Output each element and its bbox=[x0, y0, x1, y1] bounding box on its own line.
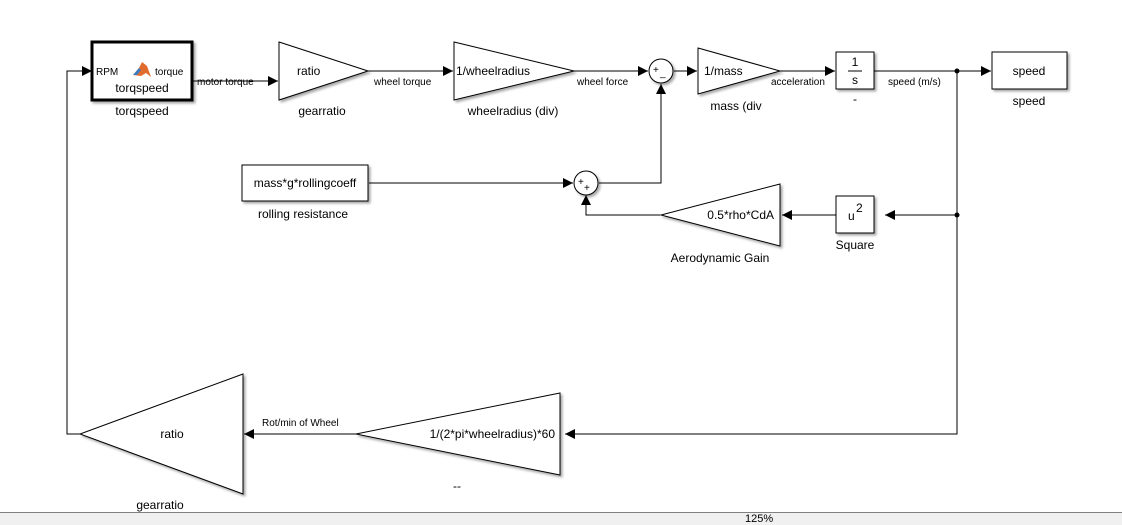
block-speed[interactable]: speed bbox=[991, 51, 1068, 90]
wires bbox=[66, 66, 991, 439]
integrator-denominator: s bbox=[852, 73, 858, 87]
block-gearratio-back[interactable]: ratio bbox=[78, 373, 244, 495]
signal-label-rot-min: Rot/min of Wheel bbox=[262, 418, 339, 429]
model-canvas[interactable]: motor torque wheel torque wheel force ac… bbox=[0, 0, 1122, 512]
block-integrator[interactable]: 1 s bbox=[835, 51, 875, 90]
gain-value: 1/(2*pi*wheelradius)*60 bbox=[430, 427, 556, 441]
block-square[interactable]: u 2 bbox=[835, 195, 875, 234]
block-rolling-resistance[interactable]: mass*g*rollingcoeff bbox=[241, 164, 369, 202]
block-sum-forces[interactable]: + _ bbox=[648, 58, 674, 84]
sum-sign-plus: + bbox=[584, 183, 590, 194]
block-name-speed: speed bbox=[1013, 94, 1046, 108]
block-inner-label: torqspeed bbox=[115, 81, 168, 95]
block-name-gearratio-back: gearratio bbox=[136, 498, 184, 512]
block-name-square: Square bbox=[836, 238, 875, 252]
wire-sum2-to-sum1[interactable] bbox=[599, 84, 666, 184]
block-name-aerodynamic-gain: Aerodynamic Gain bbox=[671, 251, 770, 265]
wire-aero-to-sum2[interactable] bbox=[581, 195, 660, 216]
block-name-integrator: - bbox=[853, 92, 857, 106]
gain-value: ratio bbox=[160, 427, 184, 441]
block-sum-resistance[interactable]: + + bbox=[573, 170, 599, 196]
block-name-torqspeed: torqspeed bbox=[115, 104, 168, 118]
block-aerodynamic-gain[interactable]: 0.5*rho*CdA bbox=[659, 183, 781, 247]
sum-sign-plus: + bbox=[578, 177, 584, 188]
block-mass-div[interactable]: 1/mass bbox=[697, 47, 782, 95]
square-exponent: 2 bbox=[856, 201, 863, 215]
sum-sign-minus: _ bbox=[659, 68, 666, 79]
port-label-rpm: RPM bbox=[96, 67, 118, 78]
status-bar: 125% bbox=[0, 512, 1122, 525]
signal-label-wheel-force: wheel force bbox=[576, 77, 629, 88]
block-rpm-gain[interactable]: 1/(2*pi*wheelradius)*60 bbox=[355, 392, 561, 476]
block-name-mass-div: mass (div bbox=[710, 99, 761, 113]
block-name-rolling-resistance: rolling resistance bbox=[258, 207, 348, 221]
block-torqspeed[interactable]: RPM torque torqspeed bbox=[90, 40, 194, 102]
branch-point bbox=[954, 68, 960, 74]
square-base: u bbox=[848, 209, 855, 223]
signal-label-wheel-torque: wheel torque bbox=[373, 77, 432, 88]
zoom-level: 125% bbox=[745, 513, 774, 525]
signal-label-acceleration: acceleration bbox=[771, 77, 825, 88]
block-name-wheelradius-div: wheelradius (div) bbox=[467, 104, 559, 118]
block-gearratio-forward[interactable]: ratio bbox=[278, 41, 370, 101]
sum-sign-plus: + bbox=[653, 65, 659, 76]
block-diagram: motor torque wheel torque wheel force ac… bbox=[66, 40, 1068, 512]
matlab-logo-icon bbox=[133, 62, 151, 77]
integrator-numerator: 1 bbox=[852, 55, 859, 69]
wire-speed-branch[interactable] bbox=[565, 71, 958, 439]
gain-value: 0.5*rho*CdA bbox=[707, 208, 774, 222]
port-label-torque: torque bbox=[155, 67, 184, 78]
gain-value: 1/mass bbox=[704, 64, 743, 78]
block-name-rpm-gain: -- bbox=[453, 479, 461, 493]
block-inner-label: speed bbox=[1013, 64, 1046, 78]
block-name-gearratio: gearratio bbox=[298, 104, 346, 118]
wire-rpm-feedback[interactable] bbox=[66, 66, 92, 435]
signal-label-speed-ms: speed (m/s) bbox=[888, 77, 941, 88]
gain-value: ratio bbox=[297, 64, 321, 78]
constant-value: mass*g*rollingcoeff bbox=[254, 176, 357, 190]
gain-value: 1/wheelradius bbox=[456, 64, 530, 78]
signal-label-motor-torque: motor torque bbox=[197, 77, 254, 88]
block-wheelradius-div[interactable]: 1/wheelradius bbox=[453, 41, 575, 101]
